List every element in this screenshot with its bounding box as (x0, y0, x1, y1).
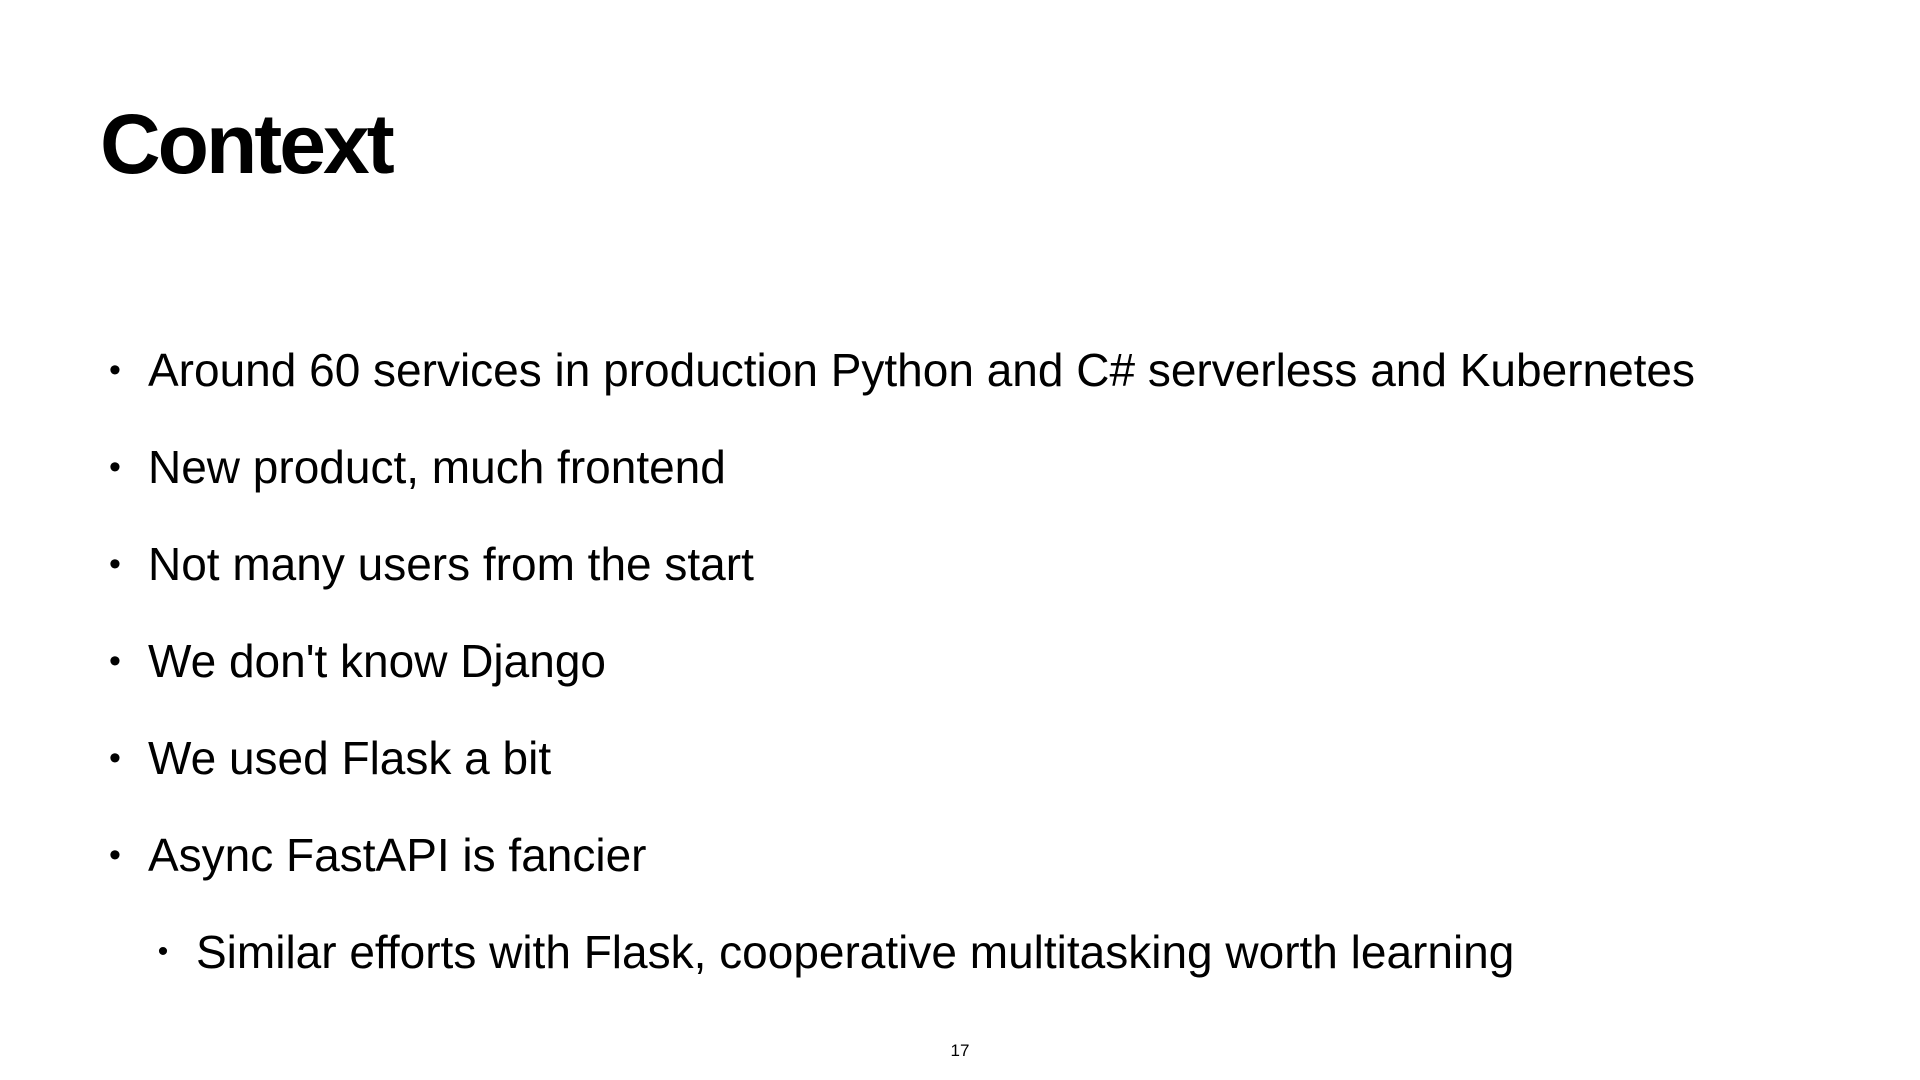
bullet-text: New product, much frontend (148, 441, 726, 493)
bullet-icon: • (109, 739, 121, 777)
bullet-text: Around 60 services in production Python … (148, 344, 1696, 396)
bullet-text: We used Flask a bit (148, 732, 552, 784)
bullet-text: Not many users from the start (148, 538, 754, 590)
bullet-text: Similar efforts with Flask, cooperative … (196, 926, 1515, 978)
bullet-text: We don't know Django (148, 635, 606, 687)
bullet-icon: • (109, 545, 121, 583)
bullet-icon: • (109, 351, 121, 389)
bullet-icon: • (109, 836, 121, 874)
slide-number: 17 (950, 1041, 970, 1060)
bullet-icon: • (109, 642, 121, 680)
bullet-icon: • (109, 448, 121, 486)
bullet-icon: • (157, 935, 169, 968)
bullet-text: Async FastAPI is fancier (148, 829, 647, 881)
slide-title: Context (100, 97, 395, 191)
